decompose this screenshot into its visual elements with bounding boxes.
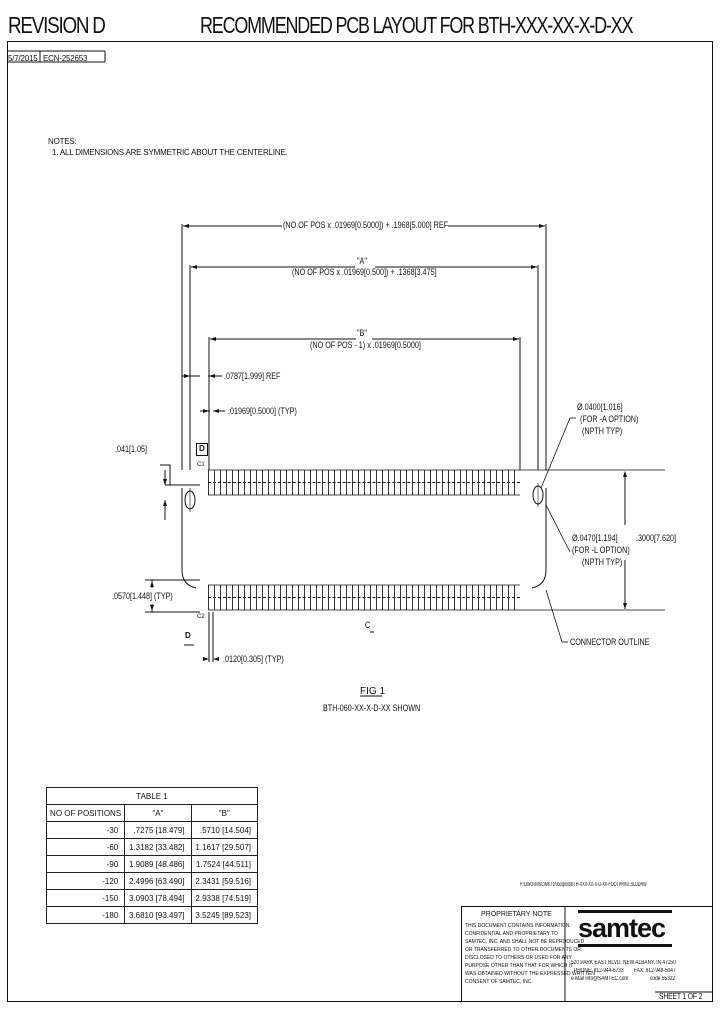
top-pad-centerline [208,482,520,483]
hole-a-npth: (NPTH TYP) [582,426,623,436]
revision-label: REVISION D [8,12,106,38]
file-path: F:\DWG\MISC\MKTG\footprint\BTH-XXX-XX-X-… [520,882,647,888]
b-formula: (NO OF POS - 1) x .01969[0.5000] [310,340,421,350]
a-formula: (NO OF POS x .01969[0.500]) + .1368[3.47… [292,267,437,277]
company-code: code 55322 [650,976,676,982]
proprietary-text: THIS DOCUMENT CONTAINS INFORMATION CONFI… [465,923,595,985]
table-header: "B" [190,804,259,822]
table-row: -30.7275 [18.479].5710 [14.504] [45,821,259,839]
revision-date: 5/7/2015 [8,54,38,63]
hole-l-npth: (NPTH TYP) [582,557,623,567]
d-marker-bottom: D [185,631,191,640]
ecn-number: ECN-252653 [43,54,88,63]
connector-outline-label: CONNECTOR OUTLINE [570,637,650,647]
company-phone: PHONE: 812-944-6733 [574,968,624,974]
table-title: TABLE 1 [46,787,258,805]
pad-length: .0120[0.305] (TYP) [223,654,284,664]
table-header: "A" [124,804,192,822]
centerline-label: C [365,620,371,630]
figure-caption: FIG 1 [360,686,386,697]
table-header: NO OF POSITIONS [45,804,126,822]
company-fax: FAX: 812-948-5047 [634,968,676,974]
positions-table: TABLE 1 NO OF POSITIONS "A" "B" -30.7275… [45,787,259,924]
pad-width: .0570[1.448] (TYP) [112,591,173,601]
hole-l-option: (FOR -L OPTION) [572,545,630,555]
ref-0787: .0787[1.999] REF [224,371,281,381]
figure-subcaption: BTH-060-XX-X-D-XX SHOWN [323,703,421,713]
overall-dimension: (NO OF POS x .01969[0.5000]) + .1968[5.0… [283,220,449,230]
notes-heading: NOTES: [48,137,77,146]
pitch-dimension: .01969[0.5000] (TYP) [228,406,297,416]
hole-a-option: (FOR -A OPTION) [580,414,639,424]
sheet-number: SHEET 1 OF 2 [659,992,703,1001]
d-marker-top: D [199,444,205,453]
b-label: "B" [357,328,367,338]
company-address: 520 PARK EAST BLVD, NEW ALBANY, IN 47150 [571,960,676,966]
note-item-1: 1. ALL DIMENSIONS ARE SYMMETRIC ABOUT TH… [52,148,288,157]
row-spacing: .3000[7.620] [636,533,677,543]
label-c2: C2 [197,614,205,620]
dim-041: .041[1.05] [115,444,148,454]
hole-l-dia: Ø.0470[1.194] [572,533,618,543]
drawing-title: RECOMMENDED PCB LAYOUT FOR BTH-XXX-XX-X-… [200,12,633,38]
hole-a-dia: Ø.0400[1.016] [577,402,623,412]
samtec-logo: samtec [578,910,672,947]
a-label: "A" [357,256,367,266]
label-c1: C1 [197,462,205,468]
company-email: e-Mail info@SAMTEC.com [571,976,629,982]
proprietary-heading: PROPRIETARY NOTE [481,911,552,918]
bottom-pad-centerline [208,597,520,598]
